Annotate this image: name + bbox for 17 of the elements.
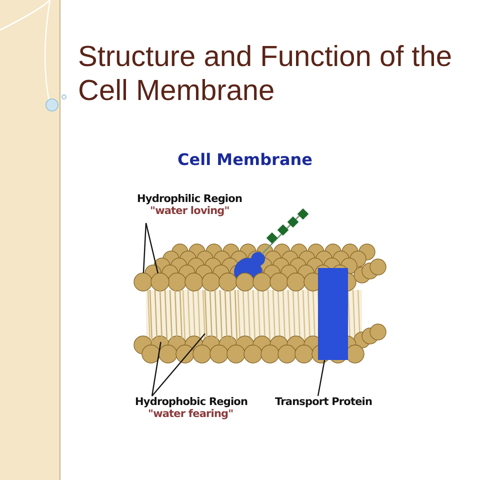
phospholipid-head (150, 272, 170, 292)
lipid-tails (149, 289, 183, 343)
leader-line (145, 222, 158, 274)
leader-line (142, 222, 147, 274)
leader-line (151, 342, 162, 396)
phospholipid-head (134, 272, 152, 292)
region-description: "water loving" (150, 205, 230, 217)
leader-line (317, 360, 326, 396)
region-label: Hydrophilic Region (137, 193, 242, 205)
diagram-heading: Cell Membrane (176, 150, 314, 169)
leader-line (152, 333, 206, 396)
region-description: "water fearing" (148, 408, 234, 420)
transport-protein (318, 268, 348, 360)
region-label: Hydrophobic Region (135, 396, 248, 408)
region-label: Transport Protein (275, 396, 372, 408)
lipid-tails (204, 289, 238, 343)
slide-title: Structure and Function of the Cell Membrane (78, 40, 453, 108)
